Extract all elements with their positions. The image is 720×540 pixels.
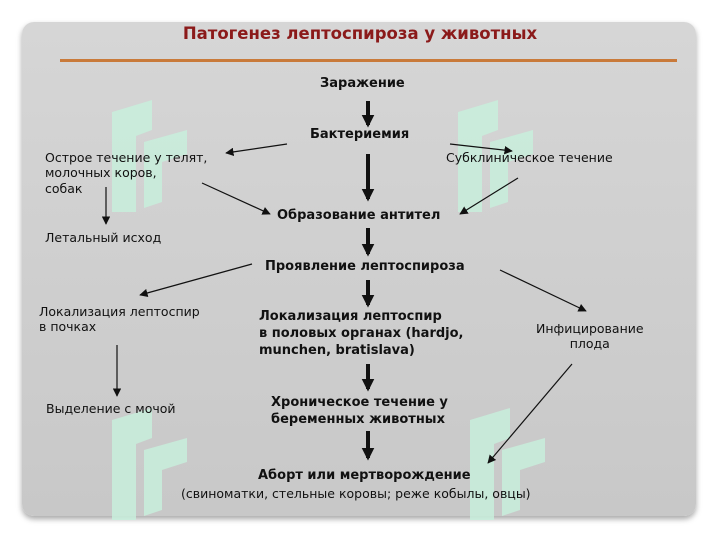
title-underline	[60, 59, 677, 62]
watermark-logo-icon	[112, 100, 187, 212]
arrow-bacteremia-subclinical	[449, 143, 513, 155]
node-antibodies: Образование антител	[277, 208, 441, 223]
arrow-fetal-abortion	[487, 363, 573, 464]
node-chronic-line-1: Хроническое течение у	[271, 395, 448, 410]
node-acute-line-1: Острое течение у телят,	[45, 150, 208, 165]
node-infection: Заражение	[320, 76, 405, 91]
node-fetal-line-2: плода	[569, 336, 610, 352]
node-urine: Выделение с мочой	[46, 401, 176, 416]
node-chronic: Хроническое течение у беременных животны…	[271, 395, 448, 429]
node-kidneys: Локализация лептоспир в почках	[39, 304, 200, 335]
arrow-acute-antibodies	[201, 182, 271, 215]
node-abortion-note: (свиноматки, стельные коровы; реже кобыл…	[181, 486, 531, 501]
node-chronic-line-2: беременных животных	[271, 411, 445, 427]
arrow-manifestation-kidneys	[139, 263, 253, 298]
node-genital-line-1: Локализация лептоспир	[259, 309, 442, 324]
node-abortion: Аборт или мертворождение	[258, 468, 471, 483]
node-manifestation: Проявление лептоспироза	[265, 259, 465, 274]
node-lethal: Летальный исход	[45, 230, 162, 245]
arrow-bacteremia-acute	[225, 143, 288, 157]
node-acute-line-3: собак	[45, 180, 83, 196]
node-genital-line-2: в половых органах (hardjo,	[259, 325, 464, 341]
arrow-subclinical-antibodies	[459, 177, 519, 215]
node-bacteremia: Бактериемия	[310, 127, 410, 142]
node-genital: Локализация лептоспир в половых органах …	[259, 309, 464, 360]
node-kidneys-line-1: Локализация лептоспир	[39, 304, 200, 319]
node-acute: Острое течение у телят, молочных коров, …	[45, 150, 207, 196]
node-fetal: Инфицирование плода	[536, 321, 644, 352]
arrow-manifestation-fetal	[499, 269, 587, 312]
node-acute-line-2: молочных коров,	[45, 165, 157, 181]
watermark-logo-icon	[470, 408, 545, 520]
node-genital-line-3: munchen, bratislava)	[259, 342, 415, 358]
node-fetal-line-1: Инфицирование	[536, 321, 644, 336]
node-kidneys-line-2: в почках	[39, 319, 97, 335]
page-title: Патогенез лептоспироза у животных	[182, 24, 538, 43]
node-subclinical: Субклиническое течение	[446, 150, 613, 165]
watermark-logo-icon	[112, 408, 187, 520]
